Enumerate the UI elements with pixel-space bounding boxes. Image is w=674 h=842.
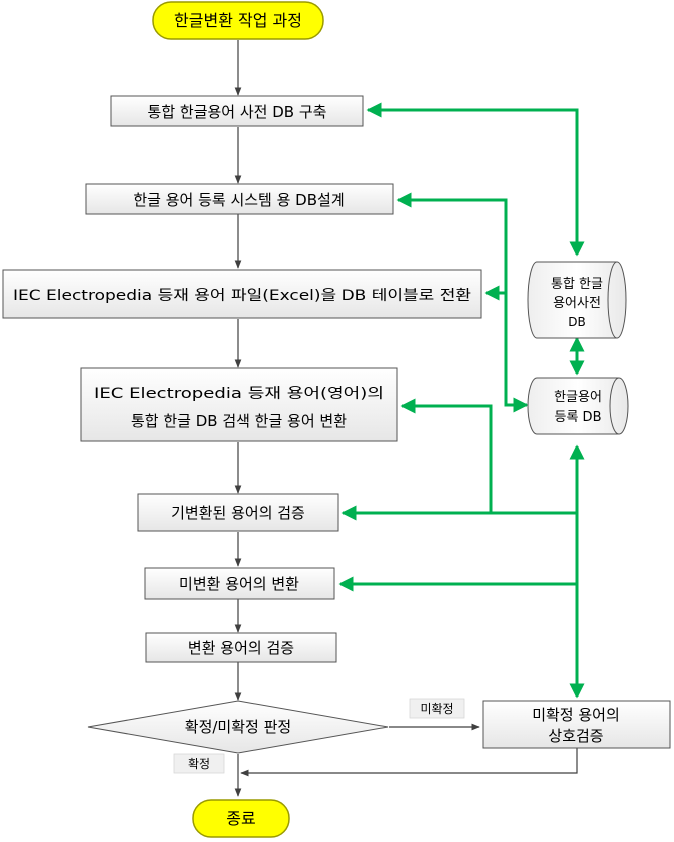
step-label-line1: IEC Electropedia 등재 용어(영어)의 (94, 386, 384, 402)
process-step: 기변환된 용어의 검증 (137, 493, 339, 532)
db-dictionary-cylinder: 통합 한글 용어사전 DB (527, 261, 627, 339)
step-label: 한글 용어 등록 시스템 용 DB설계 (133, 191, 344, 209)
db-dictionary-line2: 용어사전 (553, 296, 601, 311)
decision-diamond: 확정/미확정 판정 (87, 700, 389, 754)
start-terminal: 한글변환 작업 과정 (152, 1, 324, 40)
process-step: IEC Electropedia 등재 용어(영어)의 통합 한글 DB 검색 … (80, 367, 398, 442)
step-label: 기변환된 용어의 검증 (171, 504, 305, 522)
step-label: 미변환 용어의 변환 (179, 575, 299, 593)
db-registration-line1: 한글용어 (554, 390, 602, 405)
step-label: 통합 한글용어 사전 DB 구축 (148, 103, 327, 121)
branch-label-unconfirmed: 미확정 (409, 698, 465, 719)
unconfirmed-label: 미확정 (420, 702, 453, 716)
flow-arrow-return (240, 748, 578, 777)
db-dictionary-line3: DB (568, 315, 585, 329)
process-step: 미변환 용어의 변환 (144, 567, 335, 600)
main-flow-arrows (234, 40, 578, 797)
process-step: 한글 용어 등록 시스템 용 DB설계 (85, 183, 394, 215)
process-step: 통합 한글용어 사전 DB 구축 (110, 95, 364, 127)
cross-check-line2: 상호검증 (548, 727, 603, 745)
confirmed-label: 확정 (188, 757, 210, 771)
db-dictionary-line1: 통합 한글 (551, 277, 603, 292)
step-label-line2: 통합 한글 DB 검색 한글 용어 변환 (131, 412, 347, 430)
step-label: 변환 용어의 검증 (188, 639, 294, 657)
step-label: IEC Electropedia 등재 용어 파일(Excel)을 DB 테이블… (13, 288, 471, 304)
db-link-design (396, 192, 529, 413)
cross-check-line1: 미확정 용어의 (532, 706, 620, 724)
process-step: IEC Electropedia 등재 용어 파일(Excel)을 DB 테이블… (2, 269, 482, 319)
db-link-search (400, 398, 493, 513)
cross-check-box: 미확정 용어의 상호검증 (482, 700, 671, 749)
start-label: 한글변환 작업 과정 (174, 11, 302, 30)
db-registration-line2: 등록 DB (555, 410, 602, 425)
process-step: 변환 용어의 검증 (145, 632, 337, 663)
db-link-dictionary (366, 102, 585, 257)
end-terminal: 종료 (192, 799, 290, 838)
db-link-lines (338, 102, 585, 699)
branch-label-confirmed: 확정 (173, 753, 225, 774)
db-registration-cylinder: 한글용어 등록 DB (527, 377, 629, 435)
end-label: 종료 (226, 809, 255, 828)
decision-label: 확정/미확정 판정 (185, 718, 291, 736)
